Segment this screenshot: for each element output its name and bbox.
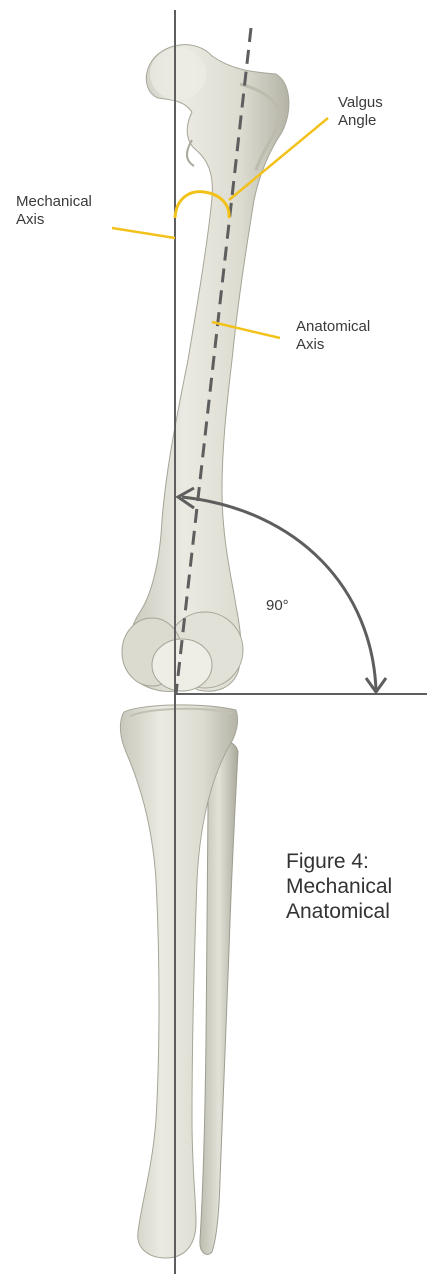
mechanical-label-line1: Mechanical bbox=[16, 193, 92, 211]
valgus-label-line2: Angle bbox=[338, 112, 383, 130]
femur-bone-icon bbox=[127, 45, 289, 692]
anatomical-label-line2: Axis bbox=[296, 336, 370, 354]
femoral-head bbox=[150, 48, 206, 100]
anatomical-axis-label: Anatomical Axis bbox=[296, 318, 370, 354]
caption-line2: Mechanical bbox=[286, 874, 392, 899]
fibula-bone-icon bbox=[200, 740, 238, 1254]
caption-line1: Figure 4: bbox=[286, 849, 392, 874]
mechanical-axis-label: Mechanical Axis bbox=[16, 193, 92, 229]
anatomical-label-line1: Anatomical bbox=[296, 318, 370, 336]
mechanical-leader-line bbox=[112, 228, 175, 238]
figure-caption: Figure 4: Mechanical Anatomical bbox=[286, 849, 392, 924]
mechanical-label-line2: Axis bbox=[16, 211, 92, 229]
valgus-label: Valgus Angle bbox=[338, 94, 383, 130]
valgus-label-line1: Valgus bbox=[338, 94, 383, 112]
caption-line3: Anatomical bbox=[286, 899, 392, 924]
right-angle-label: 90° bbox=[266, 597, 289, 615]
